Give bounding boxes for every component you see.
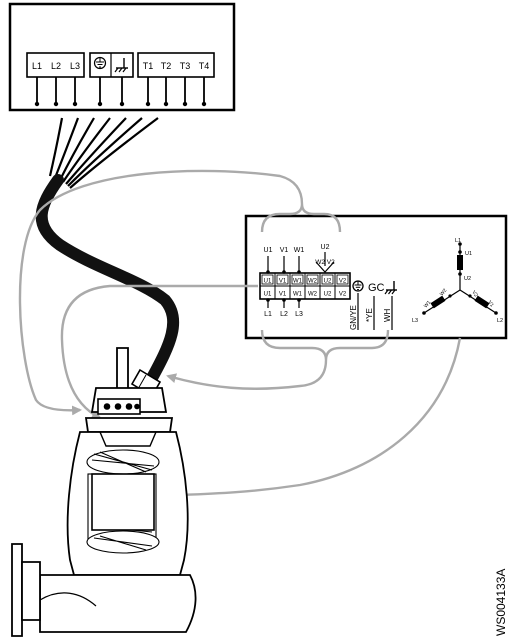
tb-lower-w2: W2 — [308, 292, 318, 298]
control-box: L1 L2 L3 T1 T2 T3 T4 — [8, 2, 236, 112]
fanned-wires — [48, 117, 159, 189]
figure-code: WS004133A — [494, 569, 508, 636]
arrow-star-to-stator — [156, 337, 462, 501]
tb-top-label-w1: W1 — [294, 247, 305, 254]
tb-top-label-v1: V1 — [280, 247, 289, 254]
star-label-u2: U2 — [464, 276, 471, 282]
terminal-label-l2: L2 — [51, 61, 61, 71]
tb-bottom-l3: L3 — [295, 311, 303, 318]
tb-frame-earth-icon — [384, 281, 397, 295]
terminal-block-grid — [259, 272, 351, 300]
tb-lower-v2: V2 — [339, 292, 347, 298]
tb-lower-w1: W1 — [293, 292, 303, 298]
star-winding-schematic — [422, 242, 498, 315]
tb-lower-u1: U1 — [264, 292, 272, 298]
motor-terminal-group — [137, 52, 215, 78]
tb-gc-label: GC — [368, 282, 385, 294]
pump-volute — [39, 574, 197, 633]
star-label-v2: V2 — [470, 290, 479, 299]
motor-terminal-box: U1 V1 W1 U2 W2 V2 U — [244, 214, 508, 340]
pump — [11, 347, 197, 637]
tb-upper-v2: V2 — [339, 279, 347, 285]
power-cable — [35, 174, 180, 384]
terminal-conductors — [36, 77, 205, 104]
tb-upper-v1: V1 — [279, 279, 287, 285]
arrow-bottom-to-cable — [166, 359, 328, 390]
pump-outlet-flange — [11, 543, 23, 637]
terminal-label-t1: T1 — [143, 61, 154, 71]
tb-bottom-l1: L1 — [264, 311, 272, 318]
terminal-label-t3: T3 — [180, 61, 191, 71]
tb-upper-u2: U2 — [324, 279, 332, 285]
star-label-l3: L3 — [412, 318, 418, 324]
terminal-contact-dots — [34, 101, 207, 107]
star-label-v1: V1 — [486, 300, 495, 309]
stator-core — [91, 473, 155, 531]
terminal-label-t4: T4 — [199, 61, 210, 71]
terminal-label-t2: T2 — [161, 61, 172, 71]
star-label-l1: L1 — [455, 238, 461, 244]
tb-upper-u1: U1 — [264, 279, 272, 285]
wire-label-wh: WH — [383, 308, 392, 322]
tb-lower-u2: U2 — [324, 292, 332, 298]
pump-handle — [116, 347, 129, 393]
star-label-w1: W1 — [423, 300, 433, 310]
tb-top-label-u1: U1 — [264, 247, 273, 254]
tb-lower-v1: V1 — [279, 292, 287, 298]
pump-flange — [84, 417, 174, 433]
terminal-label-l1: L1 — [32, 61, 42, 71]
delta-bridge — [315, 261, 335, 273]
protective-earth-icon — [93, 56, 107, 70]
arrow-top-to-pump — [18, 169, 304, 416]
tb-upper-w2: W2 — [308, 279, 318, 285]
tb-bottom-l2: L2 — [280, 311, 288, 318]
tb-top-label-u2: U2 — [321, 244, 330, 251]
tb-earth-icon — [352, 280, 364, 292]
callout-arrows — [18, 169, 462, 501]
frame-earth-icon — [114, 58, 128, 73]
star-label-w2: W2 — [439, 288, 449, 298]
wire-label-gnye: GN/YE — [349, 305, 358, 330]
arrow-terminal-to-pump — [60, 284, 258, 420]
star-label-u1: U1 — [465, 251, 472, 257]
star-label-l2: L2 — [497, 318, 503, 324]
tb-upper-w1: W1 — [293, 279, 303, 285]
wire-label-ye: *YE — [365, 308, 374, 322]
terminal-label-l3: L3 — [70, 61, 80, 71]
